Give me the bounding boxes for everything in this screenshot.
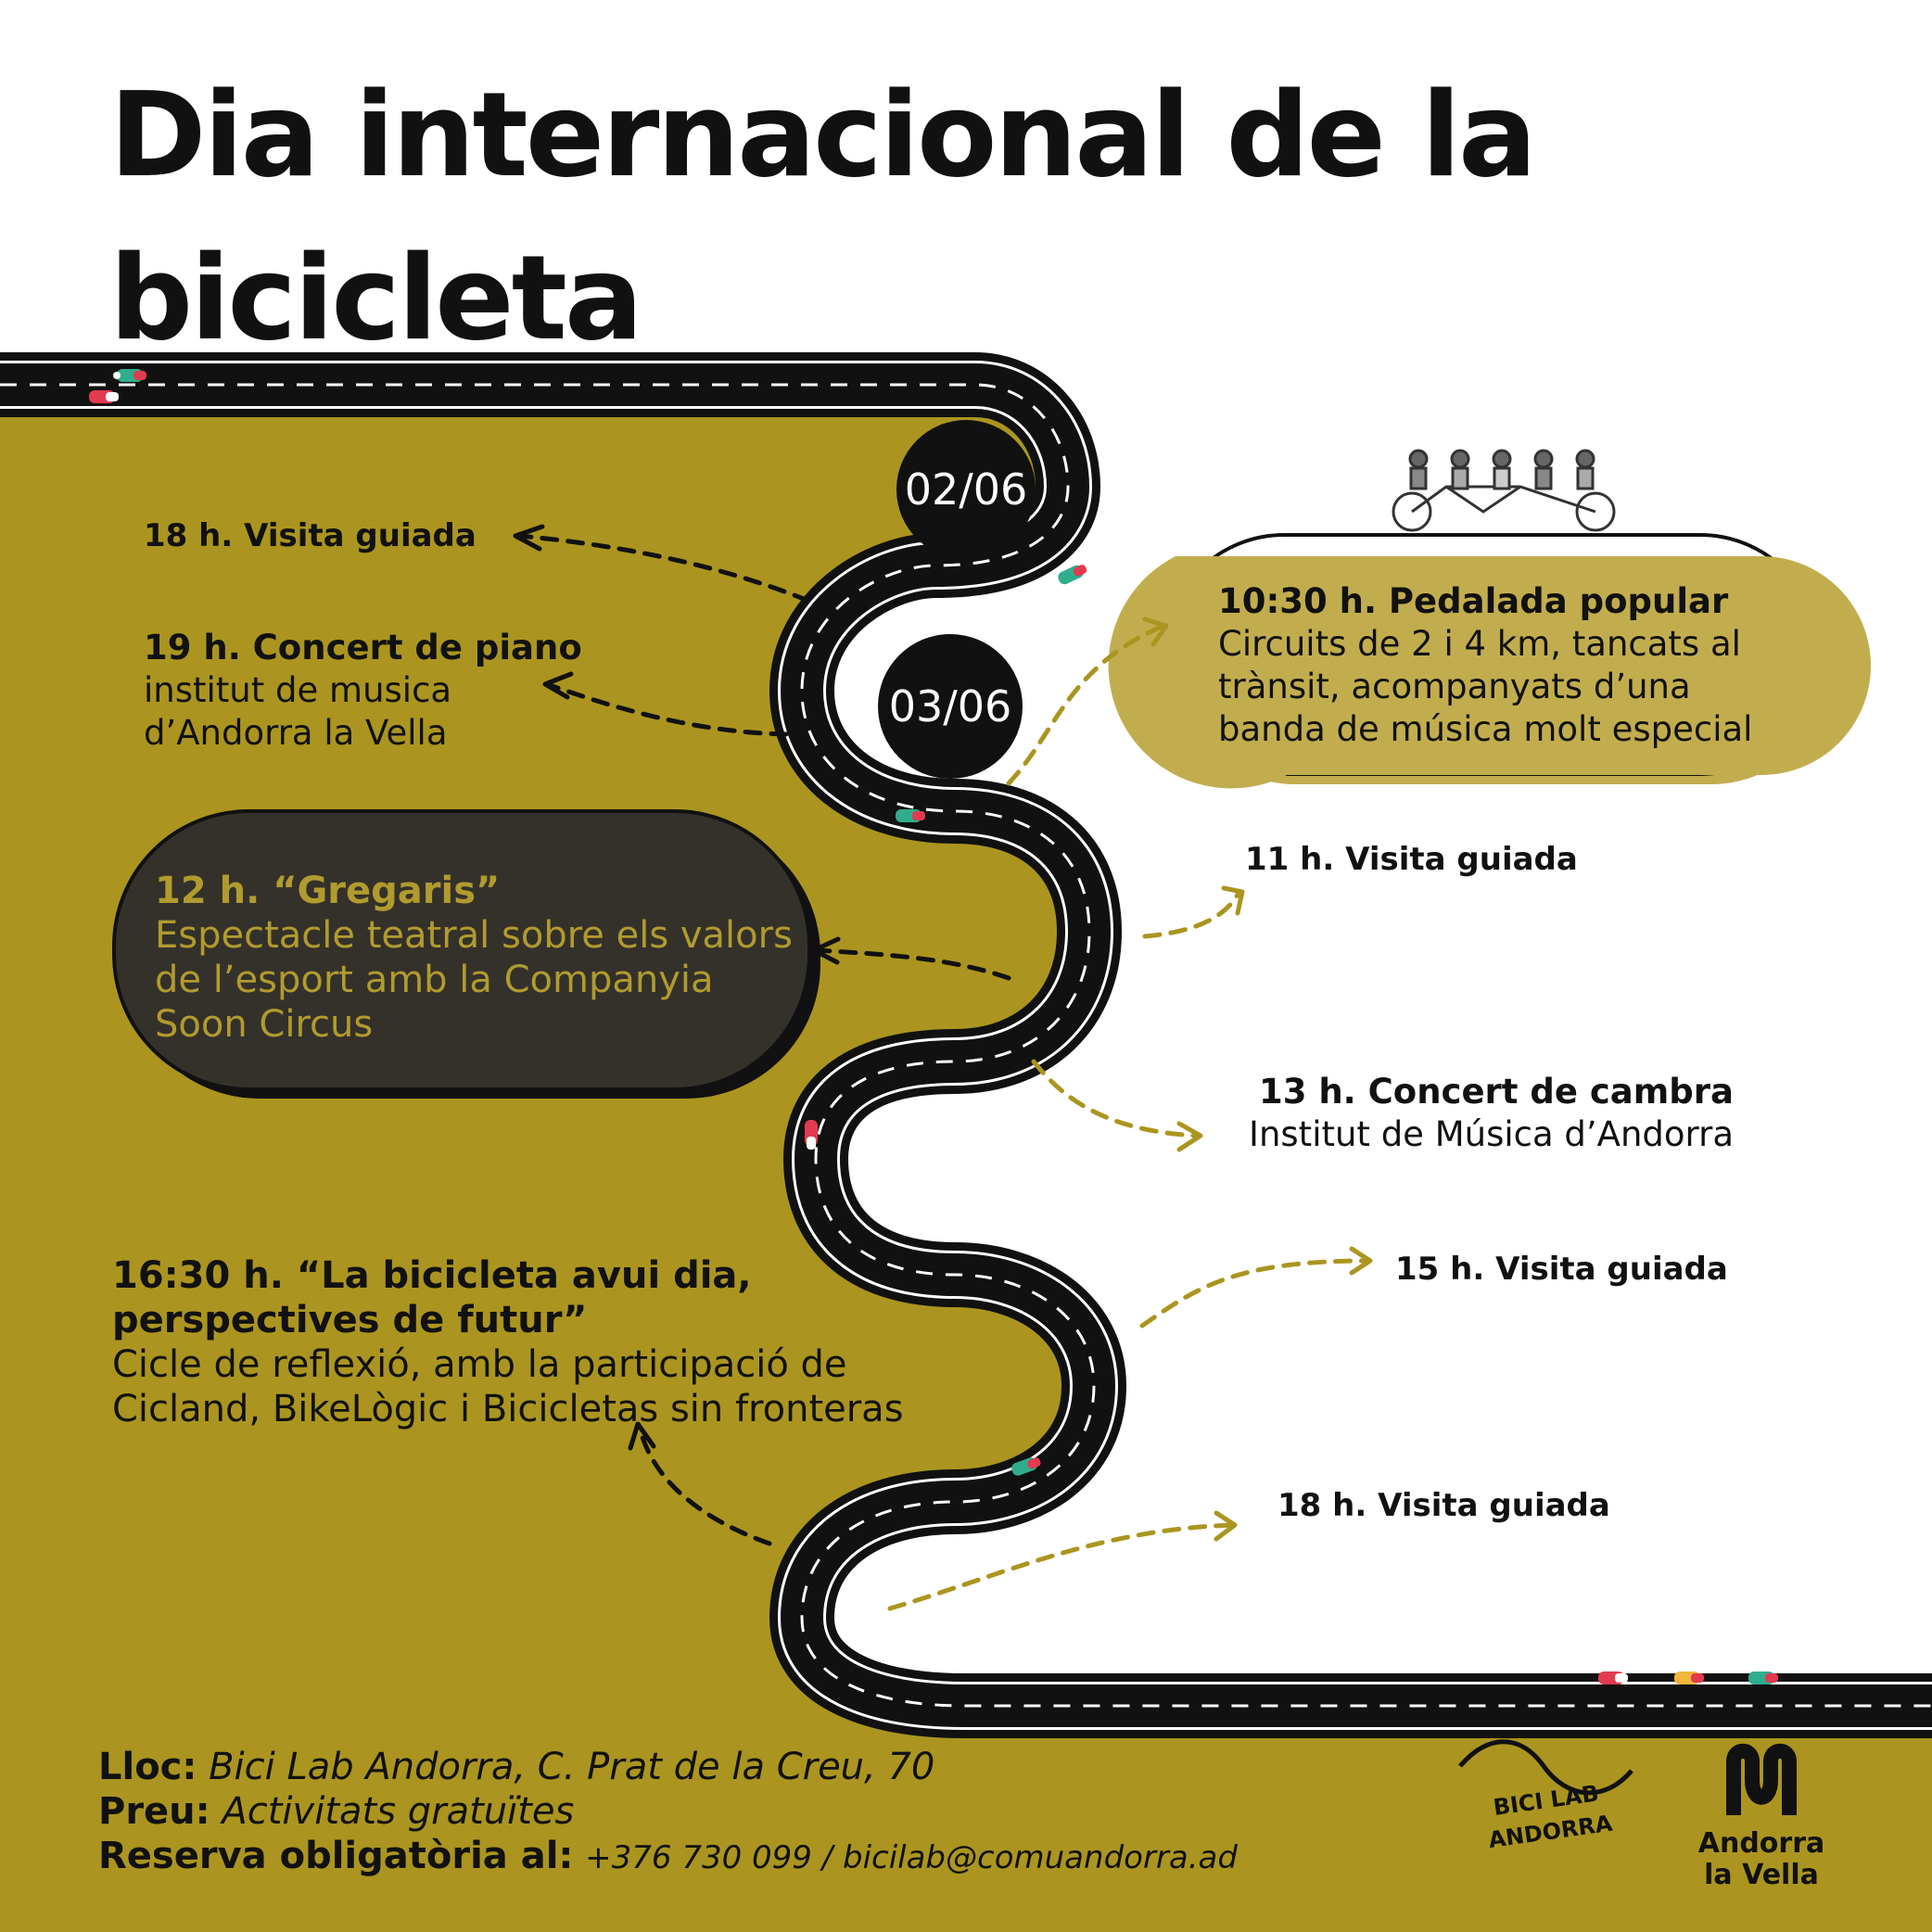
event-visita-18-day1: 18 h. Visita guiada	[144, 517, 477, 554]
info-place: Lloc: Bici Lab Andorra, C. Prat de la Cr…	[98, 1746, 935, 1788]
cyclist-icon	[1674, 1671, 1704, 1684]
info-booking: Reserva obligatòria al: +376 730 099 / b…	[98, 1835, 1238, 1877]
event-visita-11: 11 h. Visita guiada	[1245, 841, 1578, 878]
event-gregaris: 12 h. “Gregaris” Espectacle teatral sobr…	[155, 870, 793, 1046]
arrow-icon	[513, 524, 1373, 1542]
event-visita-15: 15 h. Visita guiada	[1395, 1251, 1728, 1288]
andorra-logo-text: Andorra la Vella	[1697, 1827, 1825, 1891]
cyclist-icon	[1011, 1457, 1041, 1476]
date-circle-1	[896, 420, 1036, 559]
cyclist-icon	[113, 369, 146, 382]
event-cicle-reflexio: 16:30 h. “La bicicleta avui dia, perspec…	[112, 1254, 904, 1430]
arrow-icon	[516, 533, 1370, 1611]
cyclist-icon	[805, 1120, 818, 1150]
event-concert-cambra: 13 h. Concert de cambra Institut de Músi…	[1249, 1072, 1734, 1154]
page-title: Dia internacional de la bicicleta	[109, 67, 1537, 366]
date-circle-2	[878, 634, 1023, 779]
event-concert-piano: 19 h. Concert de piano institut de music…	[144, 628, 582, 753]
info-price: Preu: Activitats gratuïtes	[98, 1790, 575, 1833]
tandem-bike-icon	[1392, 449, 1616, 532]
cyclist-icon	[896, 809, 925, 822]
date-badge-2: 03/06	[888, 681, 1012, 731]
cyclist-icon	[89, 390, 119, 403]
event-visita-18-day2: 18 h. Visita guiada	[1277, 1487, 1610, 1524]
cyclist-icon	[1748, 1671, 1778, 1684]
date-badge-1: 02/06	[904, 464, 1028, 515]
event-pedalada-popular: 10:30 h. Pedalada popular Circuits de 2 …	[1218, 581, 1753, 749]
bicilab-wave	[1458, 1739, 1633, 1796]
gold-region	[0, 385, 1932, 1932]
cyclist-icon	[1598, 1671, 1628, 1684]
winding-road	[0, 352, 1932, 1738]
andorra-logo-icon	[1726, 1743, 1797, 1815]
cyclist-icon	[1058, 565, 1087, 585]
